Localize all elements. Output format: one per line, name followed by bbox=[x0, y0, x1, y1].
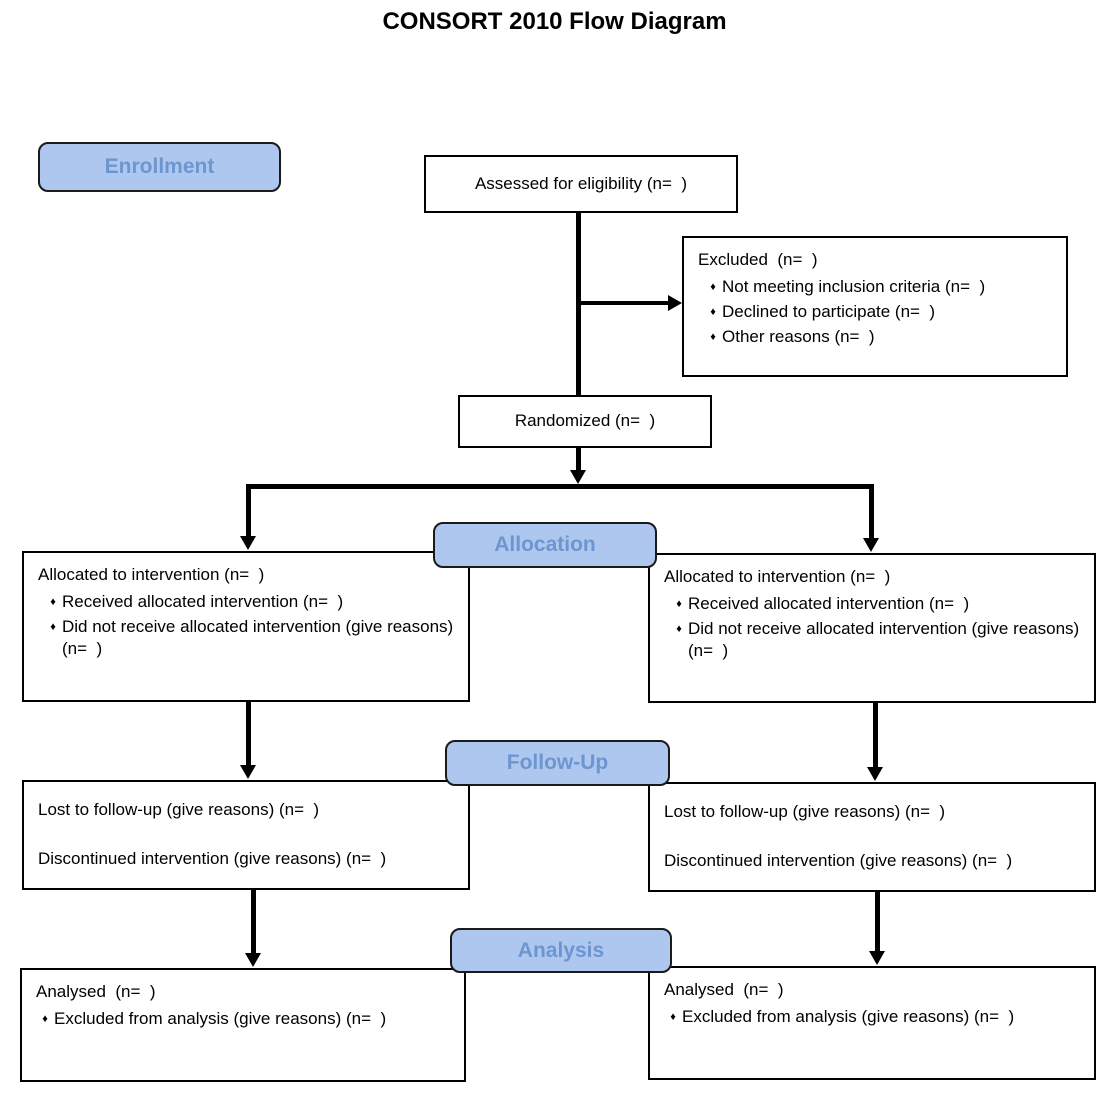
list-item: ♦ Declined to participate (n= ) bbox=[704, 301, 1052, 323]
followup-right-line-1: Lost to follow-up (give reasons) (n= ) bbox=[664, 802, 946, 821]
box-analysis-right: Analysed (n= ) ♦ Excluded from analysis … bbox=[648, 966, 1096, 1080]
analysis-right-bullet-1: Excluded from analysis (give reasons) (n… bbox=[682, 1007, 1015, 1027]
excluded-title: Excluded (n= ) bbox=[698, 250, 818, 269]
followup-left-line-1: Lost to follow-up (give reasons) (n= ) bbox=[38, 800, 320, 819]
arrowhead-analysis-left bbox=[245, 953, 261, 967]
followup-left-line-2: Discontinued intervention (give reasons)… bbox=[38, 849, 387, 869]
line-assessed-to-randomized bbox=[576, 213, 581, 395]
list-item: ♦ Did not receive allocated intervention… bbox=[670, 618, 1080, 662]
analysis-left-bullet-list: ♦ Excluded from analysis (give reasons) … bbox=[36, 1008, 450, 1030]
allocated-right-bullet-2: Did not receive allocated intervention (… bbox=[688, 619, 1080, 661]
list-item: ♦ Received allocated intervention (n= ) bbox=[44, 591, 454, 613]
list-item: ♦ Other reasons (n= ) bbox=[704, 326, 1052, 348]
list-item: ♦ Excluded from analysis (give reasons) … bbox=[664, 1006, 1080, 1028]
stage-label-allocation: Allocation bbox=[433, 522, 657, 568]
stage-label-followup: Follow-Up bbox=[445, 740, 670, 786]
list-item: ♦ Excluded from analysis (give reasons) … bbox=[36, 1008, 450, 1030]
line-to-excluded bbox=[579, 301, 669, 305]
line-alloc-to-followup-left bbox=[246, 702, 251, 766]
line-branch-right bbox=[869, 487, 874, 539]
stage-label-analysis: Analysis bbox=[450, 928, 672, 973]
allocated-right-bullet-list: ♦ Received allocated intervention (n= ) … bbox=[664, 593, 1080, 662]
list-item: ♦ Did not receive allocated intervention… bbox=[44, 616, 454, 660]
excluded-bullet-1: Not meeting inclusion criteria (n= ) bbox=[722, 277, 986, 297]
diamond-bullet-icon: ♦ bbox=[50, 621, 56, 634]
excluded-bullet-3: Other reasons (n= ) bbox=[722, 327, 875, 347]
allocated-left-bullet-list: ♦ Received allocated intervention (n= ) … bbox=[38, 591, 454, 660]
box-excluded: Excluded (n= ) ♦ Not meeting inclusion c… bbox=[682, 236, 1068, 377]
arrowhead-randomized-branch bbox=[570, 470, 586, 484]
arrowhead-followup-left bbox=[240, 765, 256, 779]
stage-label-enrollment: Enrollment bbox=[38, 142, 281, 192]
stage-label-enrollment-text: Enrollment bbox=[104, 155, 215, 178]
list-item: ♦ Not meeting inclusion criteria (n= ) bbox=[704, 276, 1052, 298]
line-followup-to-analysis-left bbox=[251, 890, 256, 954]
box-assessed-for-eligibility: Assessed for eligibility (n= ) bbox=[424, 155, 738, 213]
arrowhead-branch-left bbox=[240, 536, 256, 550]
stage-label-followup-text: Follow-Up bbox=[506, 751, 609, 774]
diamond-bullet-icon: ♦ bbox=[42, 1013, 48, 1026]
assessed-text: Assessed for eligibility (n= ) bbox=[474, 173, 688, 193]
diamond-bullet-icon: ♦ bbox=[50, 596, 56, 609]
randomized-text: Randomized (n= ) bbox=[514, 411, 656, 431]
allocated-right-bullet-1: Received allocated intervention (n= ) bbox=[688, 594, 970, 614]
box-allocated-right: Allocated to intervention (n= ) ♦ Receiv… bbox=[648, 553, 1096, 703]
analysis-right-title: Analysed (n= ) bbox=[664, 980, 784, 999]
stage-label-analysis-text: Analysis bbox=[517, 938, 605, 962]
diamond-bullet-icon: ♦ bbox=[670, 1011, 676, 1024]
diamond-bullet-icon: ♦ bbox=[676, 598, 682, 611]
diamond-bullet-icon: ♦ bbox=[710, 281, 716, 294]
allocated-right-title: Allocated to intervention (n= ) bbox=[664, 567, 891, 586]
box-allocated-left: Allocated to intervention (n= ) ♦ Receiv… bbox=[22, 551, 470, 702]
list-item: ♦ Received allocated intervention (n= ) bbox=[670, 593, 1080, 615]
arrowhead-to-excluded bbox=[668, 295, 682, 311]
stage-label-allocation-text: Allocation bbox=[494, 533, 596, 556]
line-followup-to-analysis-right bbox=[875, 892, 880, 952]
allocated-left-bullet-1: Received allocated intervention (n= ) bbox=[62, 592, 344, 612]
excluded-bullet-2: Declined to participate (n= ) bbox=[722, 302, 936, 322]
followup-right-line-2: Discontinued intervention (give reasons)… bbox=[664, 851, 1013, 871]
page-title: CONSORT 2010 Flow Diagram bbox=[382, 8, 727, 35]
allocated-left-title: Allocated to intervention (n= ) bbox=[38, 565, 265, 584]
allocated-left-bullet-2: Did not receive allocated intervention (… bbox=[62, 617, 454, 659]
line-branch-left bbox=[246, 487, 251, 537]
line-branch-horizontal bbox=[246, 484, 874, 489]
arrowhead-analysis-right bbox=[869, 951, 885, 965]
diamond-bullet-icon: ♦ bbox=[710, 331, 716, 344]
arrowhead-followup-right bbox=[867, 767, 883, 781]
box-followup-left: Lost to follow-up (give reasons) (n= ) D… bbox=[22, 780, 470, 890]
box-followup-right: Lost to follow-up (give reasons) (n= ) D… bbox=[648, 782, 1096, 892]
box-analysis-left: Analysed (n= ) ♦ Excluded from analysis … bbox=[20, 968, 466, 1082]
line-randomized-to-branch bbox=[576, 448, 581, 472]
analysis-left-bullet-1: Excluded from analysis (give reasons) (n… bbox=[54, 1009, 387, 1029]
arrowhead-branch-right bbox=[863, 538, 879, 552]
box-randomized: Randomized (n= ) bbox=[458, 395, 712, 448]
analysis-right-bullet-list: ♦ Excluded from analysis (give reasons) … bbox=[664, 1006, 1080, 1028]
line-alloc-to-followup-right bbox=[873, 703, 878, 768]
excluded-bullet-list: ♦ Not meeting inclusion criteria (n= ) ♦… bbox=[698, 276, 1052, 348]
diamond-bullet-icon: ♦ bbox=[710, 306, 716, 319]
analysis-left-title: Analysed (n= ) bbox=[36, 982, 156, 1001]
diamond-bullet-icon: ♦ bbox=[676, 623, 682, 636]
